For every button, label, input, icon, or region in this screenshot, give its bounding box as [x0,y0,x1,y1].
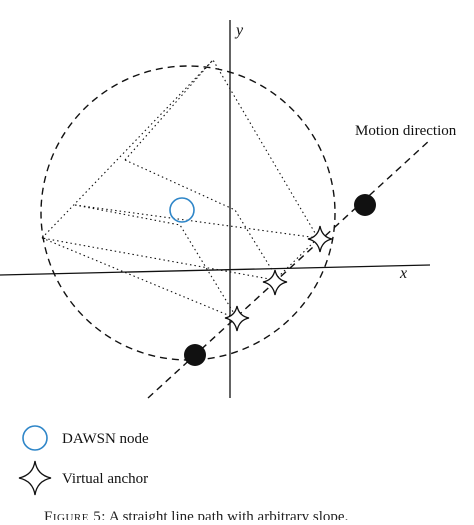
dotted-construction-lines [41,59,319,319]
beacon-point-icon [184,344,206,366]
virtual-anchor-icon [224,305,250,332]
legend-node-label: DAWSN node [62,431,149,447]
figure-label: Figure 5: [44,509,106,520]
y-axis-label: y [234,22,244,39]
motion-direction-label: Motion direction [355,123,457,139]
middle-dotted-path [74,204,236,316]
outer-dotted-polygon [41,59,319,281]
dawsn-node-icon [169,197,195,223]
range-circle [40,65,336,361]
virtual-anchor-icon [262,269,288,296]
legend: DAWSN node Virtual anchor [18,425,149,496]
x-axis-label: x [399,265,407,282]
legend-anchor-label: Virtual anchor [62,471,148,487]
dotted-chord-1 [41,237,236,319]
dotted-chord-3 [74,204,319,239]
virtual-anchor-icon [307,225,333,253]
inner-dotted-polygon [124,159,273,271]
x-axis [0,264,431,276]
caption-area: Figure 5: A straight line path with arbi… [0,508,474,520]
beacon-point-icon [354,194,376,216]
figure-caption: Figure 5: A straight line path with arbi… [44,508,348,520]
caption-text: A straight line path with arbitrary slop… [108,509,349,520]
legend-anchor-icon [18,460,52,496]
legend-node-icon [22,425,48,451]
